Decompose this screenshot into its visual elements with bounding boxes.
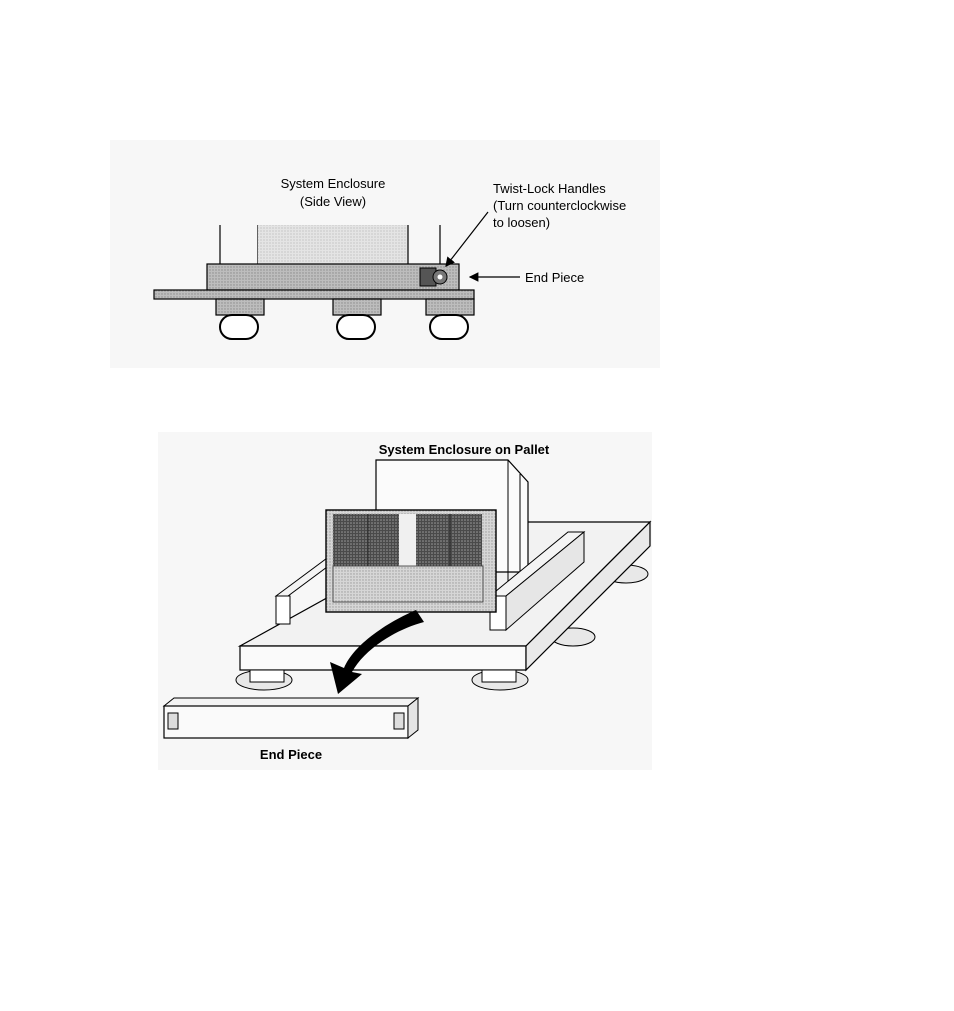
side-view-title-line1: System Enclosure — [281, 176, 386, 191]
side-view-figure: System Enclosure (Side View) Twist-Lock … — [110, 140, 660, 368]
end-piece-label-top: End Piece — [525, 270, 584, 285]
twist-lock-handle — [419, 267, 448, 287]
end-piece-label-bottom: End Piece — [260, 747, 322, 762]
handles-label-line1: Twist-Lock Handles — [493, 181, 606, 196]
pallet-deck — [153, 289, 475, 300]
enclosure-body — [219, 225, 441, 264]
caster-wheel — [429, 314, 469, 340]
caster-wheel — [336, 314, 376, 340]
handles-leader-line — [445, 211, 489, 267]
removal-arrow-icon — [330, 610, 424, 694]
enclosure-front — [325, 509, 497, 613]
pallet-figure-title: System Enclosure on Pallet — [379, 442, 550, 457]
side-rail-right — [488, 530, 586, 632]
enclosure-base — [206, 263, 460, 291]
pallet-block — [332, 298, 382, 316]
caster-wheel — [219, 314, 259, 340]
pallet-diagram: System Enclosure on Pallet End Piece — [162, 442, 652, 762]
pallet-block — [425, 298, 475, 316]
side-view-title-line2: (Side View) — [300, 194, 366, 209]
side-view-diagram: System Enclosure (Side View) Twist-Lock … — [153, 176, 626, 340]
end-piece — [162, 696, 420, 740]
pallet-block — [215, 298, 265, 316]
handles-label-line3: to loosen) — [493, 215, 550, 230]
handles-label-line2: (Turn counterclockwise — [493, 198, 626, 213]
pallet-figure: System Enclosure on Pallet End Piece — [158, 432, 652, 770]
